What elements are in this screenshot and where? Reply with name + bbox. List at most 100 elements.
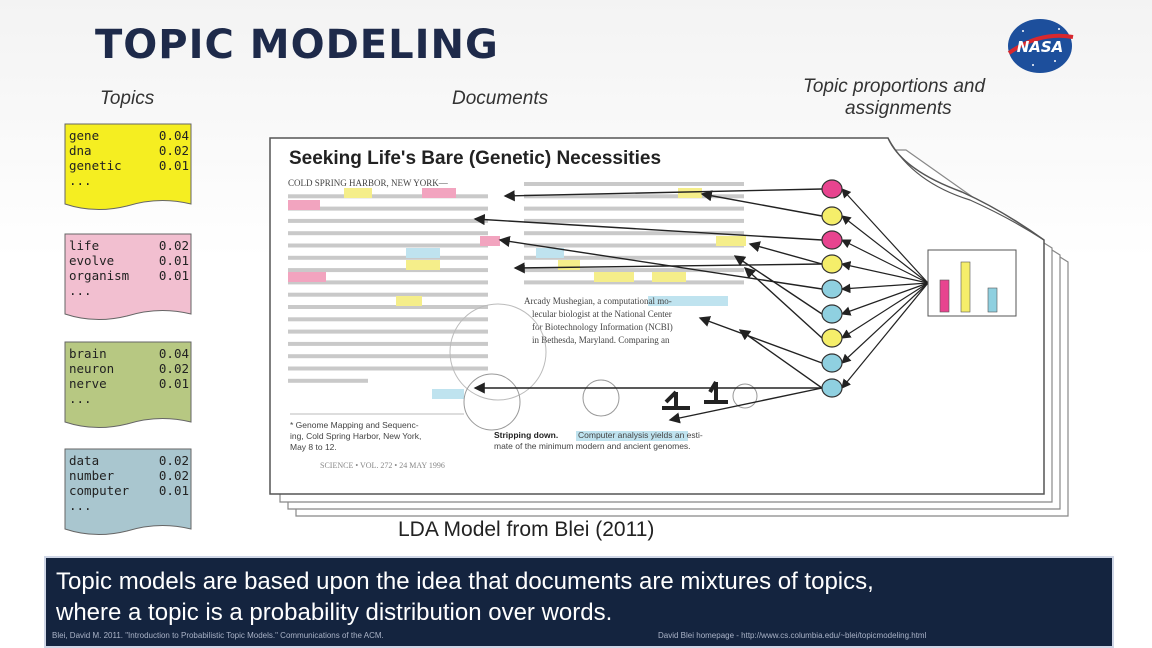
word-highlight — [558, 260, 580, 270]
assignment-arrow — [513, 262, 823, 274]
text-line — [524, 206, 744, 211]
word-highlight — [432, 389, 464, 399]
proportion-arrow — [840, 282, 929, 294]
assignment-arrow — [748, 241, 823, 265]
text-line — [524, 194, 744, 199]
text-line — [524, 231, 744, 236]
document-right-col-4: in Bethesda, Maryland. Comparing an — [532, 335, 670, 345]
proportions-header-line2: assignments — [845, 98, 952, 119]
text-line — [524, 268, 744, 273]
assignment-arrow — [743, 267, 823, 339]
text-line — [288, 341, 488, 346]
text-line — [524, 243, 744, 248]
figure-caption: LDA Model from Blei (2011) — [398, 518, 655, 541]
text-line — [288, 206, 488, 211]
assignment-arrow — [503, 188, 823, 202]
word-highlight — [652, 272, 686, 282]
topic-word: life — [69, 238, 100, 253]
topic-prob: 0.01 — [158, 483, 189, 498]
banner-line-1: Topic models are based upon the idea tha… — [56, 568, 874, 595]
caption-bold: Stripping down. — [494, 430, 558, 440]
proportions-header-line1: Topic proportions and — [803, 76, 986, 97]
assignment-arrows — [473, 188, 929, 424]
document-right-col-3: for Biotechnology Information (NCBI) — [532, 322, 673, 332]
citation-left: Blei, David M. 2011. "Introduction to Pr… — [52, 631, 384, 640]
document-right-col-2: lecular biologist at the National Center — [532, 309, 672, 319]
topic-word: brain — [69, 346, 107, 361]
proportion-bar — [960, 261, 971, 313]
word-highlight — [716, 236, 746, 246]
text-line — [288, 255, 488, 260]
topic-word: gene — [69, 128, 100, 143]
proportion-arrow — [840, 282, 929, 316]
text-line — [288, 329, 488, 334]
caption-line-2: mate of the minimum modern and ancient g… — [494, 441, 691, 451]
topic-assignment-circle — [821, 328, 843, 348]
text-line — [524, 280, 744, 285]
assignment-arrow — [668, 387, 823, 424]
topic-assignment-circle — [821, 304, 843, 324]
word-highlight — [288, 200, 320, 210]
topic-word: data — [69, 453, 100, 468]
text-line — [288, 317, 488, 322]
word-highlight — [406, 260, 440, 270]
topic-prob: 0.02 — [158, 468, 189, 483]
topic-assignment-circle — [821, 206, 843, 226]
document-dateline: COLD SPRING HARBOR, NEW YORK— — [288, 178, 449, 188]
document-footer: SCIENCE • VOL. 272 • 24 MAY 1996 — [320, 461, 445, 470]
banner-line-2: where a topic is a probability distribut… — [56, 599, 613, 626]
text-line — [524, 255, 744, 260]
topic-assignment-circle — [821, 230, 843, 250]
nasa-logo-text: NASA — [1017, 38, 1064, 56]
text-line — [288, 292, 488, 297]
proportion-bars — [939, 261, 998, 313]
word-highlight — [406, 248, 440, 258]
text-line — [524, 182, 744, 186]
text-line — [288, 280, 488, 285]
text-line — [288, 354, 488, 359]
topic-assignment-circle — [821, 353, 843, 373]
proportion-bar — [987, 287, 998, 313]
word-highlight — [344, 188, 372, 198]
proportion-bar — [939, 279, 950, 313]
word-highlight — [480, 236, 500, 246]
assignment-arrow — [698, 316, 823, 364]
topic-more: ... — [69, 391, 92, 406]
citation-right: David Blei homepage - http://www.cs.colu… — [658, 631, 927, 640]
caption-rest: Computer analysis yields an esti- — [578, 430, 703, 440]
word-highlight — [396, 296, 422, 306]
document-right-col-1: Arcady Mushegian, a computational mo- — [524, 296, 672, 306]
topic-more: ... — [69, 283, 92, 298]
assignment-arrow — [700, 190, 823, 217]
topic-word: dna — [69, 143, 92, 158]
topic-prob: 0.01 — [158, 253, 189, 268]
slide-title: TOPIC MODELING — [95, 22, 499, 68]
assignment-arrow — [738, 329, 823, 389]
text-line — [524, 218, 744, 223]
document-title: Seeking Life's Bare (Genetic) Necessitie… — [289, 148, 662, 169]
topic-assignment-circle — [821, 254, 843, 274]
text-line — [288, 305, 488, 309]
text-line — [288, 231, 488, 236]
text-line — [288, 378, 368, 383]
document-text-lines — [288, 182, 746, 399]
text-line — [288, 268, 488, 273]
topic-assignment-circle — [821, 378, 843, 398]
